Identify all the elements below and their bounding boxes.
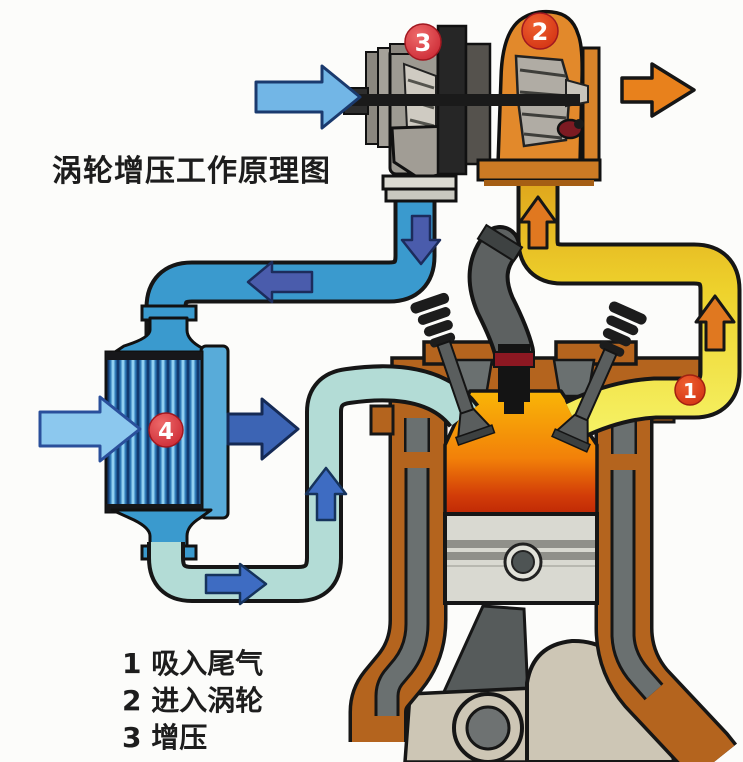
legend-item-3: 3 增压	[122, 721, 208, 754]
step-badge-3: 3	[404, 23, 442, 61]
legend-item-2: 2 进入涡轮	[122, 684, 264, 717]
exhaust-pipe	[516, 178, 742, 440]
cylinder-walls	[348, 396, 738, 762]
badge-3-number: 3	[415, 29, 432, 57]
step-badge-1: 1	[674, 374, 706, 406]
step-badge-2: 2	[521, 12, 559, 50]
intercooler-tank	[199, 344, 230, 520]
crank-assembly	[403, 604, 677, 762]
exhaust-arrow-up-turbine-icon	[518, 195, 558, 250]
flow-arrow-up-icon	[304, 466, 348, 522]
badge-1-number: 1	[683, 379, 697, 403]
intake-valve	[410, 292, 496, 447]
piston	[443, 512, 599, 605]
step-badge-4: 4	[148, 412, 184, 448]
legend-item-1: 1 吸入尾气	[122, 647, 264, 680]
flow-arrow-down-icon	[400, 214, 442, 266]
exhaust-arrow-up-icon	[694, 294, 736, 352]
exhaust-out-arrow-icon	[620, 62, 696, 118]
badge-4-number: 4	[158, 419, 174, 445]
intercooler-in-arrow-icon	[38, 395, 142, 463]
turbo-shaft	[352, 94, 580, 106]
boost-pipe	[144, 196, 442, 342]
flow-arrow-right-icon	[204, 562, 268, 606]
legend: 1 吸入尾气 2 进入涡轮 3 增压	[122, 645, 263, 756]
page-title: 涡轮增压工作原理图	[52, 154, 331, 189]
intercooler-out-arrow-icon	[226, 397, 300, 461]
badge-2-number: 2	[532, 18, 549, 46]
exhaust-valve	[551, 301, 647, 453]
injector	[467, 223, 535, 414]
flow-arrow-left-icon	[246, 260, 314, 304]
turbocharger: 3 2	[333, 9, 602, 203]
ambient-air-in-arrow-icon	[254, 64, 362, 130]
cooled-air-pipe	[147, 364, 480, 606]
